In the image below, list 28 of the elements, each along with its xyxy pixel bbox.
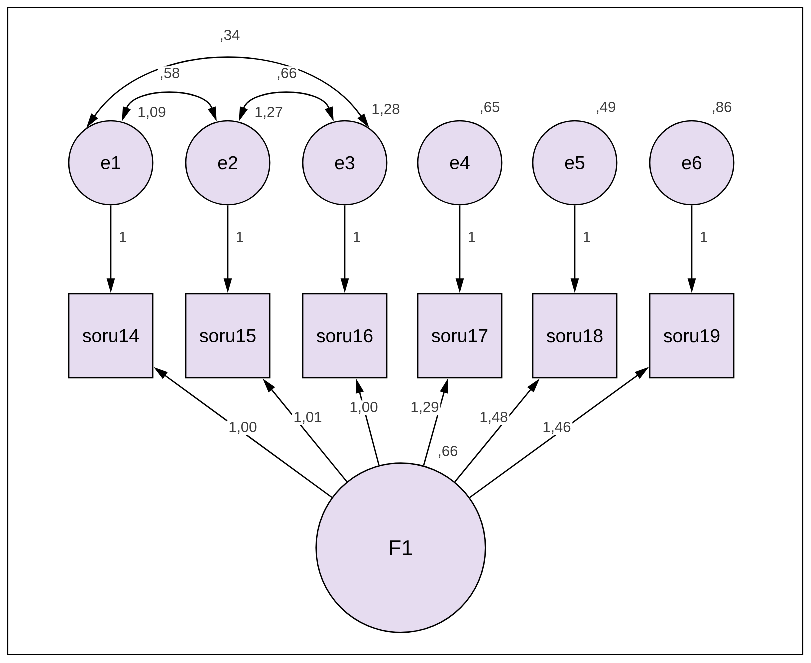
edge-label: 1 — [352, 230, 362, 244]
edge-label: 1,01 — [292, 410, 324, 426]
edge-label: ,58 — [158, 66, 182, 82]
variance-label: 1,09 — [138, 106, 166, 120]
observed-box: soru14 — [68, 293, 154, 379]
variance-label: ,49 — [597, 102, 616, 114]
edge-label: 1 — [234, 230, 246, 244]
edge-label: 1 — [466, 230, 478, 244]
edge-label: 1,46 — [541, 420, 573, 436]
observed-box: soru18 — [532, 293, 618, 379]
edge-label: 1,29 — [409, 400, 441, 416]
edge-label: ,34 — [218, 28, 242, 44]
variance-label: ,66 — [439, 446, 458, 458]
edge-label: 1,00 — [348, 400, 380, 416]
edge-label: 1 — [118, 230, 128, 244]
observed-box: soru15 — [185, 293, 271, 379]
edge-label: 1,00 — [227, 420, 259, 436]
observed-box: soru16 — [302, 293, 388, 379]
variance-label: ,86 — [713, 102, 732, 114]
observed-box: soru19 — [649, 293, 735, 379]
variance-label: ,65 — [481, 102, 500, 114]
edge-label: 1,48 — [478, 410, 510, 426]
variance-label: 1,27 — [256, 106, 283, 120]
observed-box: soru17 — [417, 293, 503, 379]
variance-label: 1,28 — [372, 104, 400, 116]
edge-label: ,66 — [275, 66, 299, 82]
edge-label: 1 — [582, 230, 592, 244]
edge-label: 1 — [698, 230, 710, 244]
